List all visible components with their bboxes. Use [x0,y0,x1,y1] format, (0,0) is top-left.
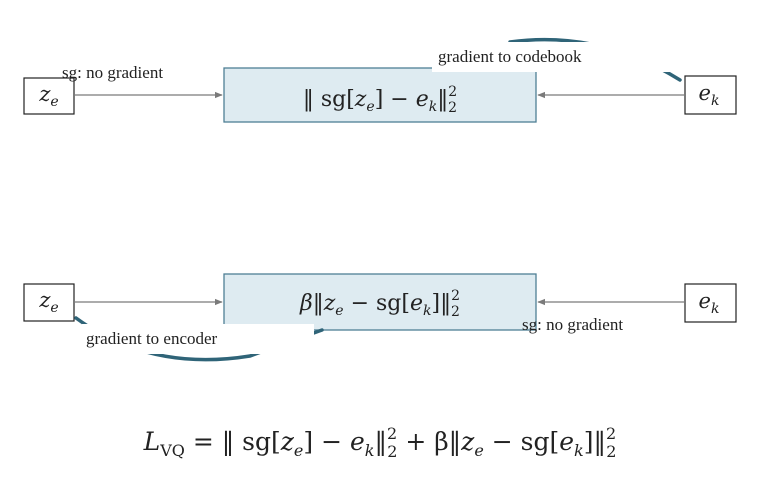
bottom-right-node-label: ek [699,289,720,317]
top-center-box [223,67,537,123]
top-right-node-box [684,75,737,115]
bottom-left-label-bg [82,324,314,354]
bottom-center-box [223,273,537,331]
bottom-left-node-box [23,283,75,322]
bottom-right-node-box [684,283,737,323]
top-right-label: gradient to codebook [438,47,582,66]
bottom-right-label: sg: no gradient [522,315,623,334]
top-left-label: sg: no gradient [62,63,163,82]
top-right-label-bg [432,42,688,72]
top-left-node-box [23,77,75,115]
top-right-node-label: ek [699,81,720,109]
top-left-node-label: ze [38,82,58,110]
bottom-left-label: gradient to encoder [86,329,218,348]
bottom-left-node-label: ze [38,288,58,316]
